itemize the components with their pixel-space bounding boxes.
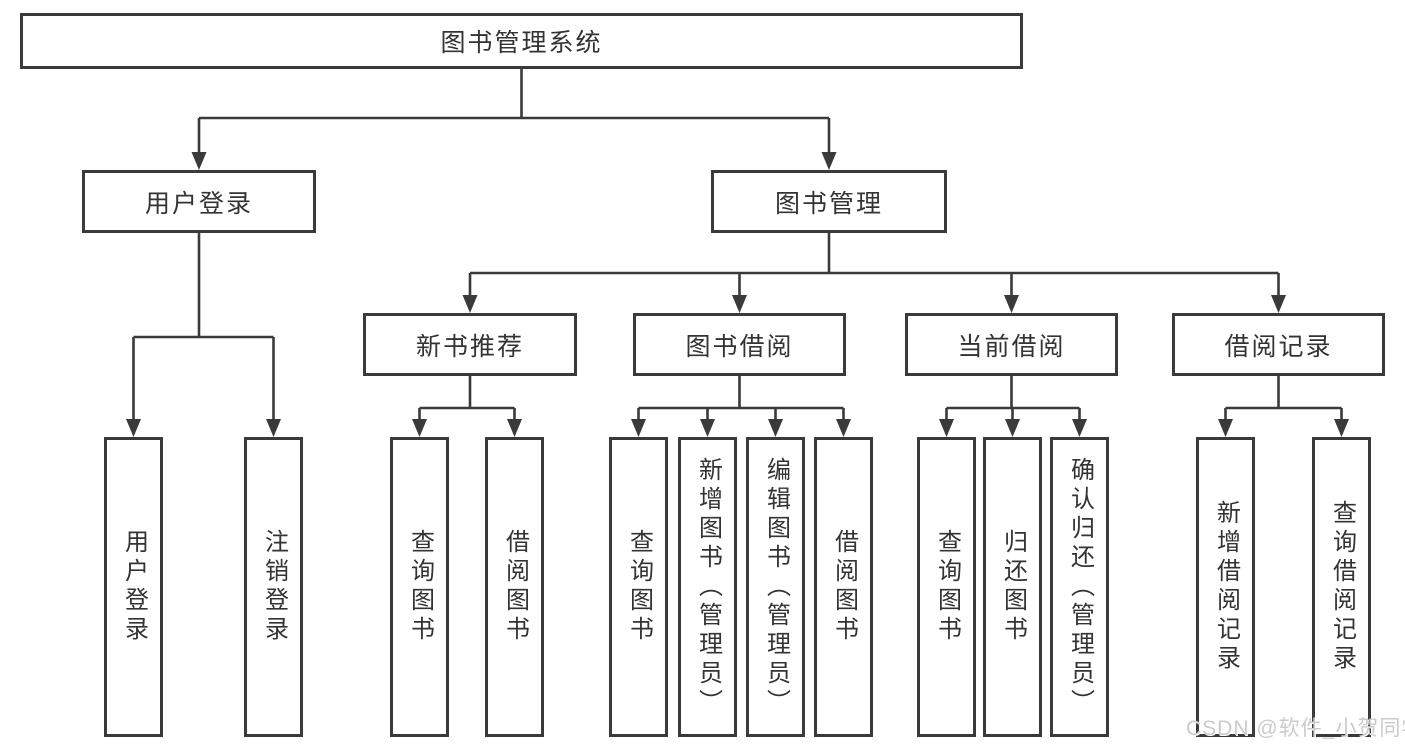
node-label: 借阅图书 bbox=[501, 529, 529, 645]
node-label: 图书管理 bbox=[774, 189, 883, 218]
node-label: 新书推荐 bbox=[415, 332, 524, 361]
node-book-management: 图书管理 bbox=[711, 170, 947, 233]
node-add-book-admin: 新增图书（管理员） bbox=[678, 437, 737, 737]
node-label: 查询图书 bbox=[933, 529, 961, 645]
node-confirm-return-admin: 确认归还（管理员） bbox=[1050, 437, 1109, 737]
node-label: 新增借阅记录 bbox=[1212, 500, 1240, 674]
node-borrow-books-recommend: 借阅图书 bbox=[485, 437, 544, 737]
node-user-login-leaf: 用户登录 bbox=[104, 437, 163, 737]
connector-user-login-to-leaves bbox=[126, 233, 281, 437]
node-label: 图书借阅 bbox=[685, 332, 794, 361]
node-query-books-recommend: 查询图书 bbox=[390, 437, 449, 737]
connector-book-borrow-to-leaves bbox=[631, 376, 851, 437]
node-book-borrow: 图书借阅 bbox=[633, 313, 846, 376]
node-user-login: 用户登录 bbox=[82, 170, 316, 233]
node-label: 查询图书 bbox=[406, 529, 434, 645]
node-query-borrow-record: 查询借阅记录 bbox=[1312, 437, 1371, 737]
connector-book-management-to-level3 bbox=[462, 233, 1286, 313]
connector-current-borrow-to-leaves bbox=[939, 376, 1087, 437]
node-label: 注销登录 bbox=[260, 529, 288, 645]
node-edit-book-admin: 编辑图书（管理员） bbox=[746, 437, 805, 737]
node-logout: 注销登录 bbox=[244, 437, 303, 737]
connector-new-book-recommend-to-leaves bbox=[412, 376, 522, 437]
node-query-books-borrow: 查询图书 bbox=[609, 437, 668, 737]
node-label: 借阅图书 bbox=[830, 529, 858, 645]
csdn-watermark: CSDN @软件_小贺同学 bbox=[1186, 717, 1405, 740]
node-label: 查询图书 bbox=[625, 529, 653, 645]
node-label: 当前借阅 bbox=[957, 332, 1066, 361]
connector-borrow-records-to-leaves bbox=[1218, 376, 1349, 437]
node-label: 用户登录 bbox=[120, 529, 148, 645]
node-return-books: 归还图书 bbox=[983, 437, 1042, 737]
node-label: 编辑图书（管理员） bbox=[762, 456, 790, 718]
node-borrow-books: 借阅图书 bbox=[814, 437, 873, 737]
node-label: 用户登录 bbox=[144, 189, 253, 218]
node-borrow-records: 借阅记录 bbox=[1172, 313, 1385, 376]
node-label: 确认归还（管理员） bbox=[1066, 456, 1094, 718]
node-library-management-system: 图书管理系统 bbox=[20, 13, 1023, 69]
node-label: 查询借阅记录 bbox=[1328, 500, 1356, 674]
node-label: 图书管理系统 bbox=[440, 29, 603, 57]
node-query-books-current: 查询图书 bbox=[917, 437, 976, 737]
node-current-borrow: 当前借阅 bbox=[905, 313, 1118, 376]
node-label: 新增图书（管理员） bbox=[694, 456, 722, 718]
node-label: 归还图书 bbox=[999, 529, 1027, 645]
node-label: 借阅记录 bbox=[1224, 332, 1333, 361]
node-add-borrow-record: 新增借阅记录 bbox=[1196, 437, 1255, 737]
connector-root-to-level2 bbox=[191, 69, 837, 170]
node-new-book-recommend: 新书推荐 bbox=[363, 313, 577, 376]
